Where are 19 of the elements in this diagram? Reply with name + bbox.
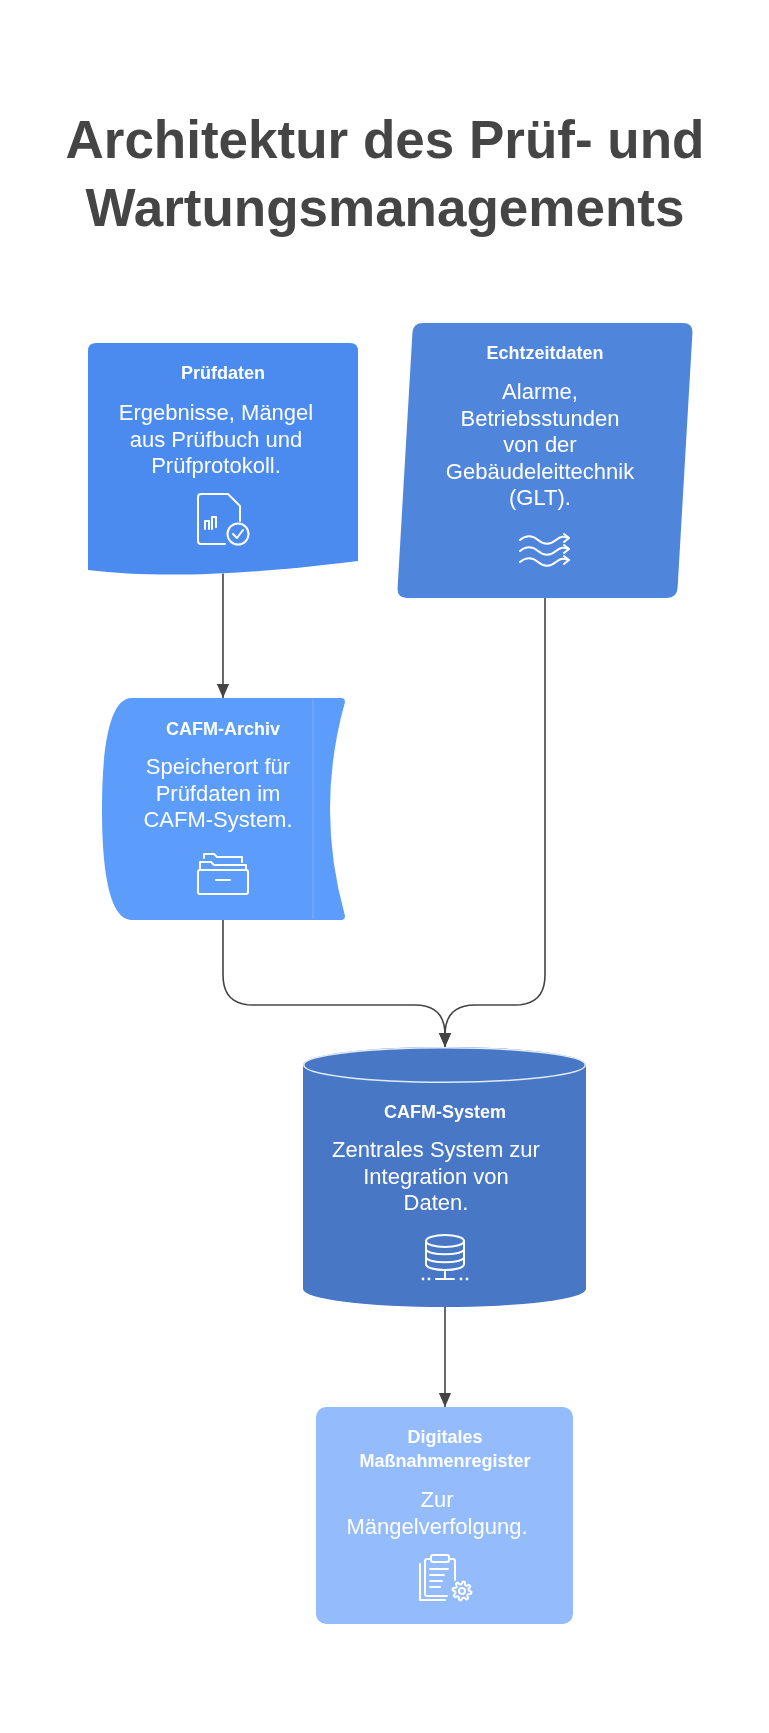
node-description: Alarme, Betriebsstunden von der Gebäudeleittechnik (GLT).	[444, 379, 636, 512]
node-description: Speicherort für Prüfdaten im CAFM-System.	[142, 754, 294, 834]
document-node	[88, 343, 358, 575]
diagram-title: Architektur des Prüf- und Wartungsmanagements	[64, 109, 706, 239]
arrow	[216, 572, 230, 699]
node-title: Echtzeitdaten	[485, 342, 605, 364]
arrow	[438, 1306, 452, 1408]
node-description: Ergebnisse, Mängel aus Prüfbuch und Prüfprotokoll.	[117, 400, 315, 480]
node-title: CAFM-System	[383, 1101, 507, 1123]
data-parallelogram	[397, 323, 693, 598]
node-title: Digitales Maßnahmenregister	[358, 1426, 532, 1473]
arrow	[438, 597, 546, 1048]
database-cylinder	[303, 1047, 586, 1307]
process-box	[316, 1407, 573, 1624]
node-title: CAFM-Archiv	[165, 718, 281, 740]
stored-data-node	[102, 698, 345, 920]
node-title: Prüfdaten	[180, 362, 266, 384]
node-description: Zur Mängelverfolgung.	[345, 1487, 529, 1540]
node-description: Zentrales System zur Integration von Daten.	[331, 1137, 541, 1217]
